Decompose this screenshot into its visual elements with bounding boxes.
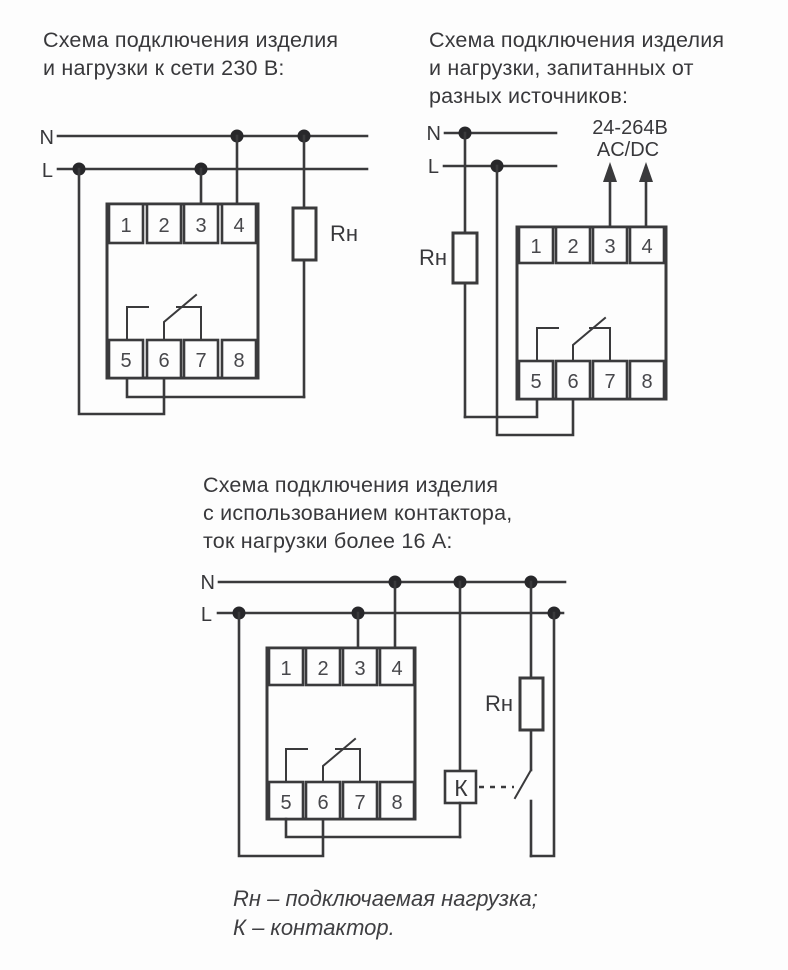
relay-contact-symbol (536, 316, 611, 362)
terminal-number: 2 (158, 215, 169, 237)
terminal-cell-3 (591, 225, 629, 265)
terminal-cell-8 (220, 338, 258, 380)
terminal-cell-1 (517, 225, 555, 265)
wire-terminal5-to-coil (284, 817, 462, 839)
terminal-cell-1 (107, 202, 145, 245)
terminal-number: 5 (120, 350, 131, 372)
arrow-up-icon (639, 162, 653, 182)
load-resistor-rn (291, 206, 318, 262)
terminal-cell-8 (378, 780, 416, 821)
wire-l-to-terminal6 (495, 164, 575, 437)
terminal-number: 8 (391, 792, 402, 814)
load-resistor-rn (451, 231, 479, 285)
supply-acdc-label: AC/DC (597, 139, 659, 161)
supply-voltage-label: 24-264В (592, 117, 668, 139)
title-line: с использованием контактора, (203, 501, 513, 525)
diagram-contactor: N L 1 2 3 4 (201, 572, 567, 858)
terminal-cell-2 (145, 202, 183, 245)
load-resistor-rn (518, 676, 545, 732)
terminal-cell-2 (554, 225, 592, 265)
terminal-row-bottom: 5 6 7 8 (107, 338, 258, 380)
contactor-contact-symbol (513, 728, 533, 858)
coil-box (443, 769, 478, 805)
terminal-number: 3 (354, 658, 365, 680)
load-label-rn: Rн (330, 221, 358, 246)
terminal-number: 3 (604, 236, 615, 258)
diagram-230v: N L Rн 1 2 3 (40, 127, 369, 416)
coil-label-k: К (454, 775, 468, 801)
wire-label-n: N (201, 572, 215, 594)
legend: Rн – подключаемая нагрузка; К – контакто… (233, 884, 538, 942)
device-outline (105, 202, 260, 380)
terminal-number: 4 (391, 658, 402, 680)
diagram-contactor-title: Схема подключения изделия с использовани… (203, 471, 512, 555)
terminal-number: 1 (530, 236, 541, 258)
terminal-number: 6 (158, 350, 169, 372)
supply-arrows: 24-264В AC/DC (592, 117, 668, 229)
terminal-cell-2 (304, 646, 342, 687)
relay-contact-symbol (126, 293, 202, 341)
terminal-cell-8 (628, 359, 666, 401)
terminal-number: 5 (280, 792, 291, 814)
terminal-cell-3 (182, 202, 220, 245)
title-line: ток нагрузки более 16 А: (203, 529, 453, 553)
title-line: Схема подключения изделия (203, 473, 499, 497)
load-branch: Rн (485, 580, 556, 858)
terminal-row-top: 1 2 3 4 (107, 202, 258, 245)
terminal-number: 6 (317, 792, 328, 814)
wire-label-l: L (42, 160, 53, 182)
terminal-number: 4 (233, 215, 244, 237)
diagram-dual-source: N L Rн 24-264В AC/DC (419, 117, 668, 437)
terminal-row-bottom: 5 6 7 8 (517, 359, 666, 401)
terminal-row-top: 1 2 3 4 (517, 225, 666, 265)
terminal-number: 7 (354, 792, 365, 814)
terminal-row-top: 1 2 3 4 (267, 646, 416, 687)
contactor-coil-k: К (284, 580, 514, 839)
title-line: разных источников: (429, 84, 629, 108)
terminal-cell-6 (304, 780, 342, 821)
terminal-number: 7 (195, 350, 206, 372)
diagram-230v-title: Схема подключения изделия и нагрузки к с… (43, 26, 338, 82)
wire-label-n: N (427, 123, 441, 145)
wire-label-n: N (40, 127, 54, 149)
terminal-number: 1 (280, 658, 291, 680)
terminal-number: 1 (120, 215, 131, 237)
load-label-rn: Rн (419, 245, 447, 270)
terminal-number: 8 (233, 350, 244, 372)
diagram-dual-source-title: Схема подключения изделия и нагрузки, за… (429, 26, 724, 110)
legend-line-load: Rн – подключаемая нагрузка; (233, 886, 538, 911)
arrow-up-icon (603, 162, 617, 182)
terminal-number: 5 (530, 371, 541, 393)
terminal-number: 8 (641, 371, 652, 393)
terminal-cell-4 (220, 202, 258, 245)
terminal-number: 2 (317, 658, 328, 680)
wire-l-to-terminal6 (77, 167, 166, 416)
terminal-number: 4 (641, 236, 652, 258)
terminal-cell-7 (341, 780, 379, 821)
terminal-row-bottom: 5 6 7 8 (267, 780, 416, 821)
wire-load-to-terminal5 (463, 397, 539, 419)
terminal-cell-1 (267, 646, 305, 687)
terminal-cell-3 (341, 646, 379, 687)
load-label-rn: Rн (485, 691, 513, 716)
terminal-cell-4 (628, 225, 666, 265)
wire-contact-to-l (529, 611, 556, 858)
relay-contact-symbol (285, 737, 361, 783)
title-line: Схема подключения изделия (43, 28, 339, 52)
wire-terminal5-to-load (125, 375, 306, 399)
title-line: и нагрузки, запитанных от (429, 56, 694, 80)
title-line: Схема подключения изделия (429, 28, 725, 52)
legend-line-contactor: К – контактор. (233, 915, 395, 940)
terminal-number: 3 (195, 215, 206, 237)
terminal-number: 6 (567, 371, 578, 393)
terminal-number: 7 (604, 371, 615, 393)
wire-label-l: L (201, 604, 212, 626)
terminal-number: 2 (567, 236, 578, 258)
terminal-cell-6 (145, 338, 183, 380)
title-line: и нагрузки к сети 230 В: (43, 56, 285, 80)
terminal-cell-4 (378, 646, 416, 687)
device-outline (515, 225, 668, 401)
wire-label-l: L (428, 156, 439, 178)
